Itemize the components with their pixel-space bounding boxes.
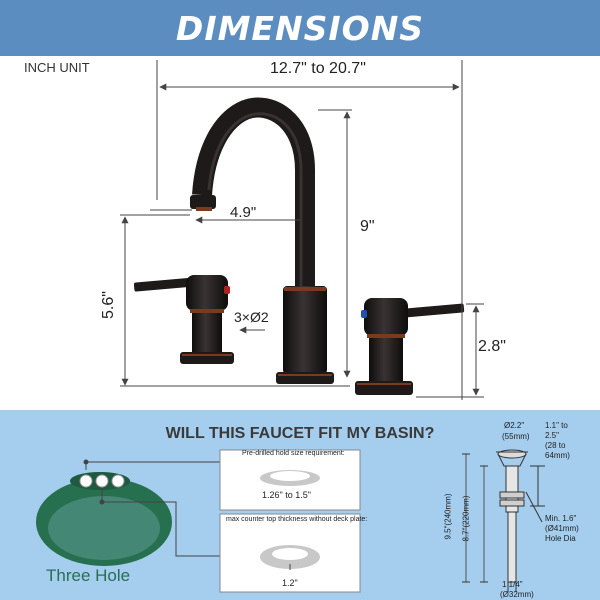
unit-label: INCH UNIT — [24, 60, 90, 75]
handle-base-dimension: 2.8" — [478, 338, 506, 355]
basin-fit-drawing — [36, 449, 545, 593]
drain-hole-dia: Hole Dia — [545, 534, 576, 543]
drain-bottom-dia: 1 1/4" — [502, 580, 523, 589]
leader-lines — [83, 459, 220, 557]
spout — [190, 97, 315, 292]
thickness-value: 1.2" — [282, 578, 298, 588]
spread-dimension: 12.7" to 20.7" — [270, 60, 366, 77]
basin-label: Three Hole — [46, 566, 131, 585]
drain-top-dia-mm: (55mm) — [502, 432, 530, 441]
reach-dimension: 4.9" — [230, 204, 257, 221]
hole-requirement-title: Pre-drilled hold size requirement: — [242, 450, 345, 457]
drain-total-height: 9.5"(240mm) — [443, 493, 453, 540]
page-title: DIMENSIONS — [175, 8, 425, 48]
left-handle — [133, 275, 234, 364]
drain-hole-min: Min. 1.6" — [545, 514, 577, 523]
thickness-box — [219, 513, 361, 593]
faucet-dimension-drawing — [120, 60, 484, 400]
handle-height-dimension: 5.6" — [99, 291, 117, 319]
drain-range-mm-2: 64mm) — [545, 451, 570, 460]
title-banner: DIMENSIONS — [0, 0, 600, 56]
drain-body-height: 8.7"(220mm) — [461, 495, 471, 542]
hole-size-value: 1.26" to 1.5" — [262, 490, 311, 500]
drain-bottom-dia-mm: (Ø32mm) — [500, 590, 534, 599]
spout-base — [276, 286, 334, 384]
holes-dimension: 3×Ø2 — [234, 309, 269, 325]
drain-drawing — [462, 449, 545, 592]
dimension-lines — [120, 60, 484, 400]
drain-range: 1.1" to — [545, 421, 568, 430]
thickness-title: max counter top thickness without deck p… — [226, 516, 368, 523]
height-dimension: 9" — [360, 218, 375, 235]
right-handle — [355, 298, 465, 395]
aerator — [190, 195, 216, 209]
drain-range-2: 2.5" — [545, 431, 559, 440]
drain-range-mm: (28 to — [545, 441, 566, 450]
basin-fit-section: WILL THIS FAUCET FIT MY BASIN? — [0, 410, 600, 600]
drain-top-dia: Ø2.2" — [504, 421, 525, 430]
basin — [36, 472, 172, 566]
fit-question: WILL THIS FAUCET FIT MY BASIN? — [165, 425, 435, 442]
hole-size-box — [219, 449, 361, 511]
drain-hole-min-mm: (Ø41mm) — [545, 524, 579, 533]
